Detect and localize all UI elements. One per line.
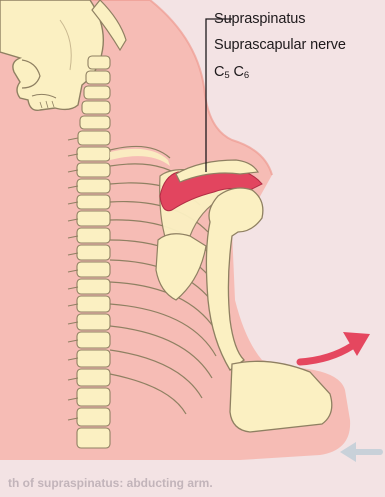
root-prefix-1: C: [214, 64, 224, 80]
figure-caption: th of supraspinatus: abducting arm.: [8, 476, 213, 490]
supraspinatus-label: Supraspinatus: [214, 11, 305, 27]
suprascapular-nerve-label: Suprascapular nerve: [214, 37, 346, 53]
root-sub-2: 6: [244, 70, 249, 81]
nerve-roots-label: C5 C6: [214, 64, 249, 81]
root-prefix-2: C: [230, 64, 244, 80]
